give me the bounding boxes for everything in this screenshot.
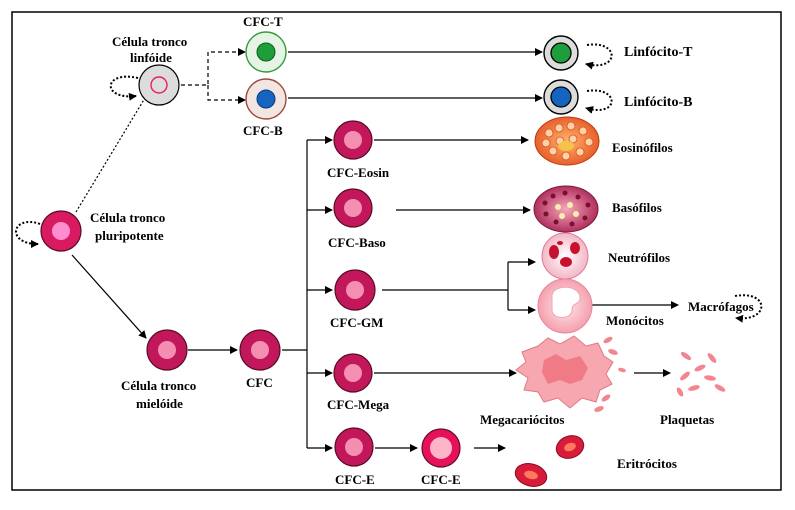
pluripotent-stem-cell bbox=[40, 210, 82, 252]
label-myeloid-1: Célula tronco bbox=[121, 378, 196, 393]
diagram-frame bbox=[11, 11, 782, 491]
cfc-t-cell bbox=[245, 31, 287, 73]
cfc-eosin-cell bbox=[333, 120, 373, 160]
label-monocitos: Monócitos bbox=[606, 313, 664, 328]
label-lymphoid-1: Célula tronco bbox=[112, 34, 187, 49]
label-pluripotent-1: Célula tronco bbox=[90, 210, 165, 225]
label-lymphoid-2: linfóide bbox=[130, 50, 172, 65]
arrow-pluripotent-to-myeloid bbox=[71, 254, 147, 339]
monocito-cell bbox=[537, 278, 593, 334]
self-renewal-macrofagos-icon bbox=[734, 294, 763, 323]
cfc-gm-cell bbox=[334, 269, 376, 311]
self-renewal-linfocito-b-icon bbox=[585, 89, 613, 114]
arrow-pluripotent-to-lymphoid bbox=[75, 87, 152, 213]
plaquetas-cells bbox=[676, 351, 726, 397]
arrow-lymphoid-to-cfc-b bbox=[207, 85, 246, 104]
cfc-baso-cell bbox=[333, 188, 373, 228]
cfc-e-cell-1 bbox=[334, 427, 374, 467]
label-cfc-eosin: CFC-Eosin bbox=[327, 165, 390, 180]
label-linfocito-t: Linfócito-T bbox=[624, 45, 693, 60]
label-macrofagos: Macrófagos bbox=[688, 299, 754, 314]
label-cfc-e-2: CFC-E bbox=[421, 472, 461, 487]
cfc-cell bbox=[239, 329, 281, 371]
neutrofilo-cell bbox=[541, 232, 589, 280]
self-renewal-pluripotent-icon bbox=[15, 221, 41, 248]
megacariocito-cell bbox=[515, 335, 626, 412]
label-cfc: CFC bbox=[246, 375, 273, 390]
label-cfc-mega: CFC-Mega bbox=[327, 397, 390, 412]
basofilo-cell bbox=[533, 185, 599, 233]
label-eritrocitos: Eritrócitos bbox=[617, 456, 677, 471]
connectors bbox=[71, 48, 679, 452]
label-cfc-b: CFC-B bbox=[243, 123, 283, 138]
myeloid-stem-cell bbox=[146, 329, 188, 371]
linfocito-b-cell bbox=[543, 79, 579, 115]
label-linfocito-b: Linfócito-B bbox=[624, 95, 692, 110]
label-cfc-baso: CFC-Baso bbox=[328, 235, 386, 250]
label-neutrofilos: Neutrófilos bbox=[608, 250, 670, 265]
eosinofilo-cell bbox=[534, 116, 600, 166]
label-cfc-e-1: CFC-E bbox=[335, 472, 375, 487]
label-cfc-gm: CFC-GM bbox=[330, 315, 383, 330]
arrow-lymphoid-to-cfc-t bbox=[181, 48, 246, 86]
label-myeloid-2: mielóide bbox=[136, 396, 183, 411]
label-cfc-t: CFC-T bbox=[243, 14, 283, 29]
self-renewal-lymphoid-icon bbox=[109, 75, 139, 101]
lymphoid-stem-cell bbox=[138, 64, 180, 106]
label-eosinofilos: Eosinófilos bbox=[612, 140, 673, 155]
cfc-e-cell-2 bbox=[421, 428, 461, 468]
label-pluripotent-2: pluripotente bbox=[95, 228, 164, 243]
label-plaquetas: Plaquetas bbox=[660, 412, 714, 427]
label-basofilos: Basófilos bbox=[612, 200, 662, 215]
cfc-b-cell bbox=[245, 78, 287, 120]
linfocito-t-cell bbox=[543, 35, 579, 71]
eritrocitos-cells bbox=[514, 435, 585, 487]
label-megacariocitos: Megacariócitos bbox=[480, 412, 564, 427]
cfc-mega-cell bbox=[333, 353, 373, 393]
self-renewal-linfocito-t-icon bbox=[585, 43, 613, 70]
